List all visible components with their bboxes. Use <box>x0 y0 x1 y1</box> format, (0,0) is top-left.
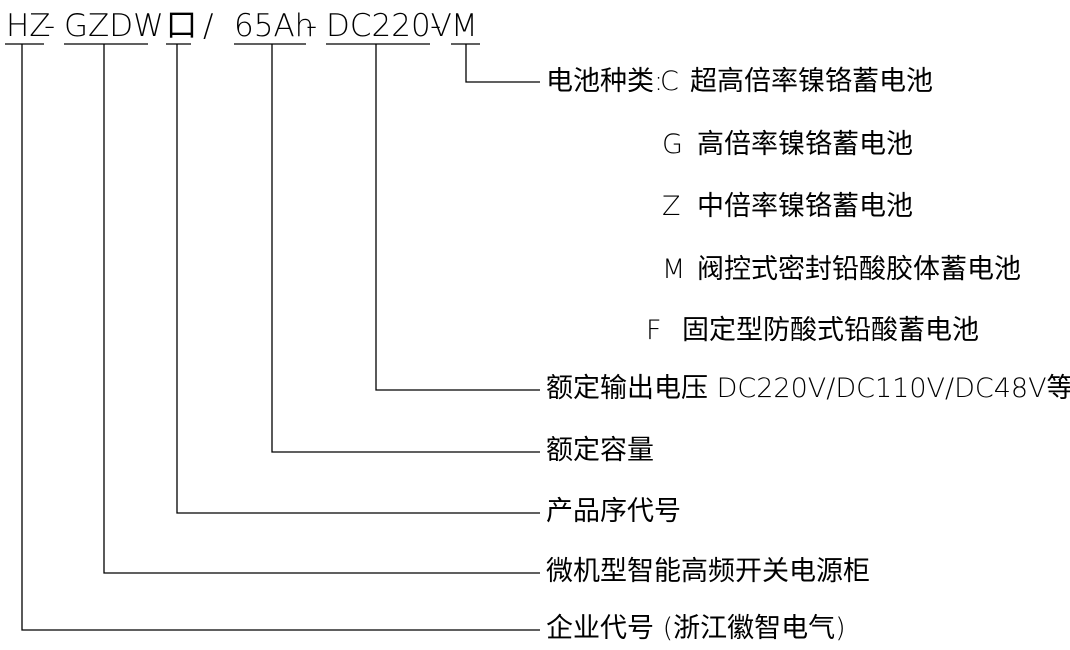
battery-type-heading: 电池种类: <box>546 66 664 97</box>
battery-option-text: 固定型防酸式铅酸蓄电池 <box>682 315 979 346</box>
leader-voltage <box>375 44 540 391</box>
battery-option-code: G <box>662 129 683 160</box>
battery-option-text: 高倍率镍铬蓄电池 <box>697 129 913 160</box>
battery-option-text: 中倍率镍铬蓄电池 <box>697 191 913 222</box>
code-dash-3: - <box>430 8 442 44</box>
label-capacity: 额定容量 <box>546 435 654 466</box>
leader-enterprise <box>21 44 540 631</box>
label-cabinet: 微机型智能高频开关电源柜 <box>546 556 870 587</box>
code-slash: / <box>203 8 214 44</box>
leader-capacity <box>271 44 540 453</box>
code-serial: 口 <box>166 8 197 44</box>
battery-option-code: M <box>662 254 686 285</box>
label-serial: 产品序代号 <box>546 496 681 527</box>
battery-option-text: 阀控式密封铅酸胶体蓄电池 <box>697 254 1021 285</box>
battery-option-code: F <box>646 315 662 346</box>
label-company: 企业代号 (浙江徽智电气) <box>546 613 846 644</box>
code-voltage: DC220V <box>326 8 452 44</box>
code-enterprise: HZ <box>6 8 51 44</box>
battery-option-text: 超高倍率镍铬蓄电池 <box>690 66 933 97</box>
leader-serial <box>176 44 540 514</box>
code-dash-1: - <box>44 8 56 44</box>
leader-cabinet-type <box>103 44 540 574</box>
leader-battery-type <box>465 44 540 83</box>
battery-option-code: C <box>660 66 679 97</box>
code-battery-type: M <box>451 8 478 44</box>
code-capacity: 65Ah <box>234 8 315 44</box>
label-voltage: 额定输出电压 DC220V/DC110V/DC48V等 <box>546 373 1070 404</box>
battery-option-code: Z <box>662 191 681 222</box>
code-cabinet-type: GZDW <box>64 8 164 44</box>
code-dash-2: - <box>306 8 318 44</box>
